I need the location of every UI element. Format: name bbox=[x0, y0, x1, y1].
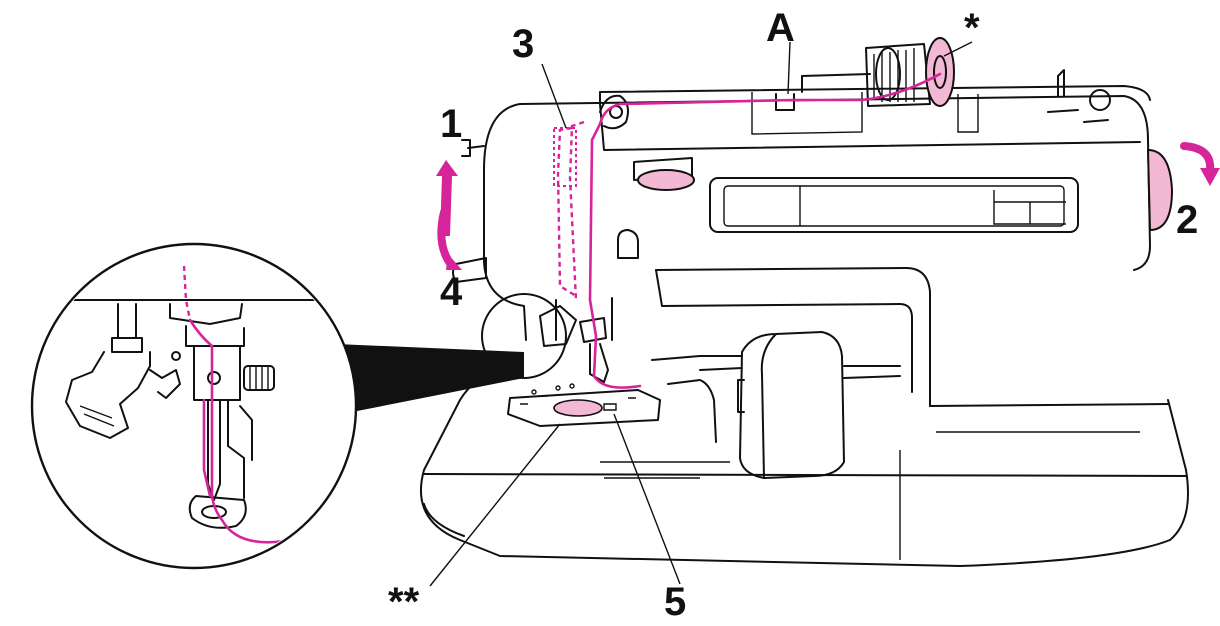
machine-body bbox=[419, 37, 1189, 567]
rotate-arrow-icon bbox=[1180, 142, 1220, 186]
thread-path bbox=[553, 72, 942, 389]
callout-5: 5 bbox=[664, 580, 687, 624]
callout-4: 4 bbox=[440, 270, 463, 314]
up-down-arrow-icon bbox=[436, 160, 462, 270]
leader-lines bbox=[429, 41, 973, 587]
callout-a: A bbox=[766, 6, 795, 50]
magnifier-circle bbox=[30, 242, 358, 570]
callout-1: 1 bbox=[440, 102, 463, 146]
magnified-detail bbox=[30, 242, 524, 570]
callout-3: 3 bbox=[512, 22, 535, 66]
callout-star: * bbox=[964, 6, 980, 50]
callout-double-star: ** bbox=[388, 580, 420, 624]
callout-2: 2 bbox=[1176, 198, 1199, 242]
magnifier-cone bbox=[336, 344, 524, 412]
